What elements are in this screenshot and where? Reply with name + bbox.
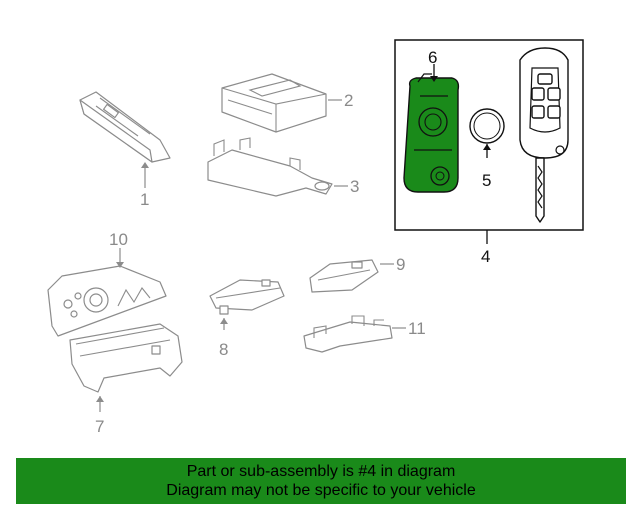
callout-6: 6 bbox=[428, 48, 437, 67]
part-7-bracket bbox=[69, 323, 183, 393]
info-banner: Part or sub-assembly is #4 in diagram Di… bbox=[16, 458, 626, 504]
part-2-control-module bbox=[221, 73, 327, 133]
banner-line-1: Part or sub-assembly is #4 in diagram bbox=[186, 463, 456, 480]
callout-4: 4 bbox=[481, 247, 490, 266]
callout-5: 5 bbox=[482, 171, 491, 190]
part-8-antenna bbox=[209, 279, 285, 315]
callout-8: 8 bbox=[219, 340, 228, 359]
part-10-cover bbox=[47, 265, 167, 337]
part-3-bracket bbox=[207, 137, 333, 197]
part-9-module bbox=[309, 259, 379, 293]
callout-9: 9 bbox=[396, 255, 405, 274]
callout-3: 3 bbox=[350, 177, 359, 196]
part-1-module bbox=[79, 91, 171, 163]
part-11-clip bbox=[303, 315, 393, 353]
callout-11: 11 bbox=[408, 319, 426, 338]
part-4-frame bbox=[394, 39, 584, 231]
part-6-housing bbox=[403, 73, 460, 193]
banner-line-2: Diagram may not be specific to your vehi… bbox=[166, 482, 476, 499]
part-5-battery bbox=[469, 108, 505, 144]
callout-10: 10 bbox=[109, 230, 128, 249]
callout-7: 7 bbox=[95, 417, 104, 436]
callout-1: 1 bbox=[140, 190, 149, 209]
part-4-key-fob bbox=[519, 47, 569, 223]
parts-diagram: 1 2 3 6 5 bbox=[47, 39, 584, 436]
callout-2: 2 bbox=[344, 91, 353, 110]
